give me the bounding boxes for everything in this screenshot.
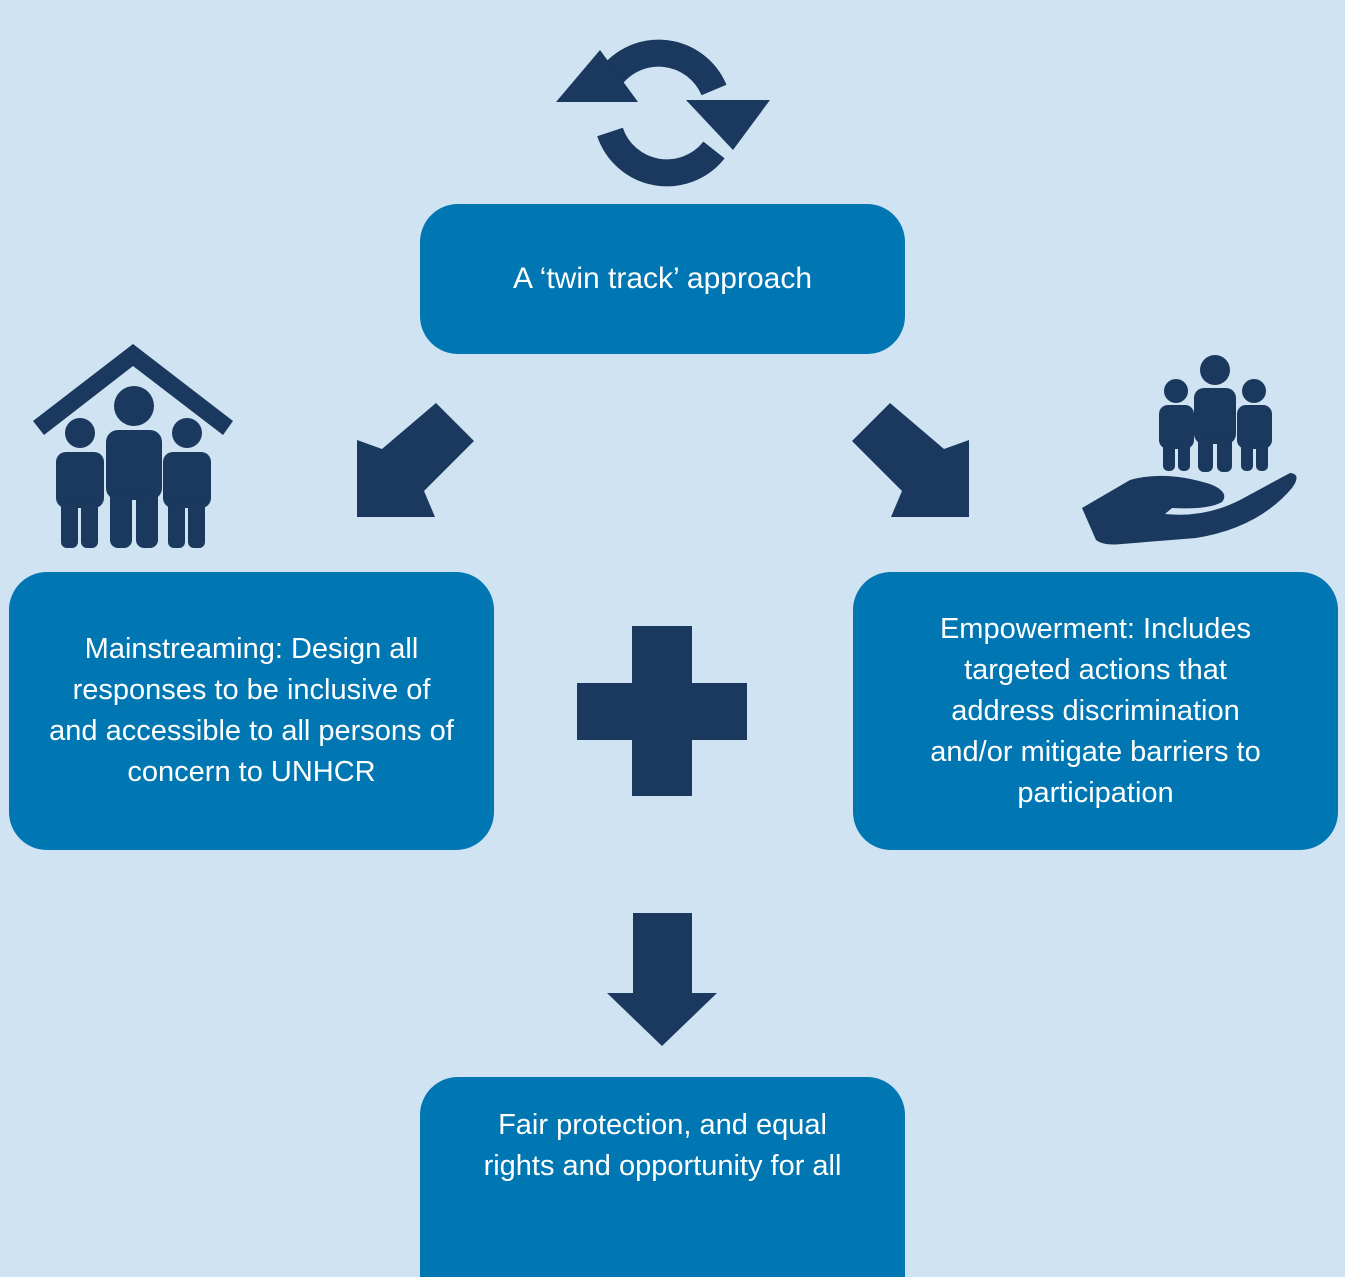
family-in-hand-icon xyxy=(1082,355,1297,545)
empowerment-box: Empowerment: Includes targeted actions t… xyxy=(853,572,1338,850)
cycle-arrows-icon xyxy=(556,39,770,187)
mainstreaming-box: Mainstreaming: Design all responses to b… xyxy=(9,572,494,850)
arrow-down-left-icon xyxy=(357,403,474,517)
empowerment-text: Empowerment: Includes targeted actions t… xyxy=(930,612,1261,809)
arrow-down-right-icon xyxy=(852,403,969,517)
mainstreaming-text: Mainstreaming: Design all responses to b… xyxy=(49,633,454,788)
outcome-box: Fair protection, and equal rights and op… xyxy=(420,1077,905,1277)
family-under-roof-icon xyxy=(33,344,233,548)
arrow-down-icon xyxy=(607,913,717,1046)
plus-icon xyxy=(577,626,747,796)
outcome-text: Fair protection, and equal rights and op… xyxy=(483,1109,842,1182)
twin-track-text: A ‘twin track’ approach xyxy=(512,262,813,295)
twin-track-box: A ‘twin track’ approach xyxy=(420,204,905,354)
